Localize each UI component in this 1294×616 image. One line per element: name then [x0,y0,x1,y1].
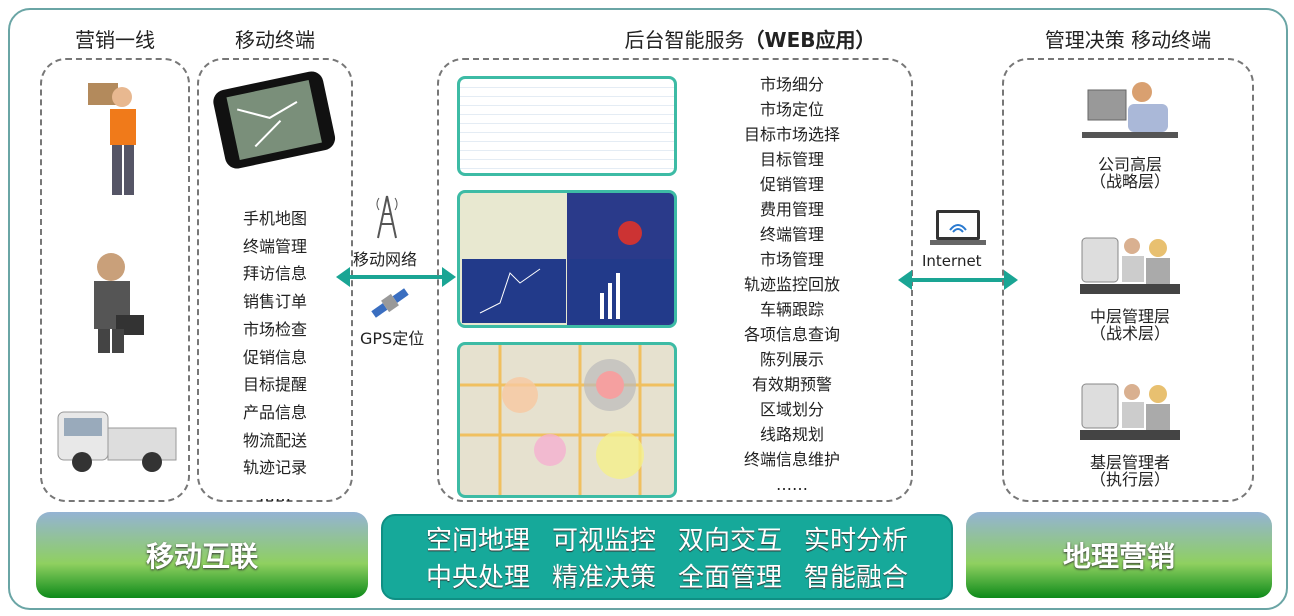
backend-title-main: 后台智能服务 [624,28,745,52]
role-name: 中层管理层 [1089,307,1170,326]
mobile-function-list: 手机地图终端管理拜访信息销售订单市场检查促销信息目标提醒产品信息物流配送轨迹记录… [197,205,353,510]
mobile-function-item: 促销信息 [242,347,307,367]
backend-service-item: 线路规划 [759,425,824,444]
feature-item: 可视监控 [551,526,656,556]
delivery-truck [54,398,180,478]
internet-label: Internet [922,252,982,270]
mobile-function-item: 销售订单 [242,292,307,312]
report-table-screenshot [457,76,677,176]
mobile-function-item: 产品信息 [242,402,307,422]
managers-at-computer-figure [1080,378,1180,442]
backend-service-item: 市场细分 [759,75,824,94]
backend-title: 后台智能服务（WEB应用） [560,24,940,53]
mobile-title: 移动终端 [235,28,315,52]
backend-service-item: …… [776,475,808,494]
frontline-title: 营销一线 [75,28,155,52]
backend-service-item: 车辆跟踪 [759,300,824,319]
backend-service-item: 各项信息查询 [743,325,840,344]
geo-marketing-banner: 地理营销 [966,512,1272,598]
feature-item: 实时分析 [804,526,909,556]
backend-title-suffix: （WEB应用） [744,28,876,52]
backend-service-item: 目标管理 [759,150,824,169]
management-box [1002,58,1254,502]
backend-service-item: 轨迹监控回放 [743,275,840,294]
gps-label: GPS定位 [360,329,425,348]
role-name: 公司高层 [1097,155,1162,174]
features-banner: 空间地理可视监控双向交互实时分析中央处理精准决策全面管理智能融合 [381,514,953,600]
backend-service-item: 促销管理 [759,175,824,194]
backend-service-item: 终端管理 [759,225,824,244]
management-role-label: 公司高层（战略层） [1060,156,1200,190]
role-level: （战略层） [1089,172,1170,191]
frontline-box [40,58,190,502]
gps-satellite-icon [370,285,410,321]
feature-item: 精准决策 [551,563,656,593]
smartphone-image [210,62,338,177]
laptop-wifi-icon [928,208,988,248]
courier-figure [88,75,146,205]
mobile-backend-arrow [336,267,456,287]
management-title: 管理决策 移动终端 [1044,28,1212,52]
management-role-label: 基层管理者（执行层） [1060,454,1200,488]
feature-item: 全面管理 [678,563,783,593]
backend-service-item: 目标市场选择 [743,125,840,144]
mobile-function-item: 物流配送 [242,430,307,450]
mobile-function-item: …… [259,486,291,506]
backend-service-list: 市场细分市场定位目标市场选择目标管理促销管理费用管理终端管理市场管理轨迹监控回放… [700,72,884,497]
backend-service-item: 市场管理 [759,250,824,269]
management-role-label: 中层管理层（战术层） [1060,308,1200,342]
mobile-function-item: 终端管理 [242,236,307,256]
backend-service-item: 有效期预警 [751,375,832,394]
mobile-box [197,58,353,502]
mobile-function-item: 市场检查 [242,319,307,339]
backend-service-item: 陈列展示 [759,350,824,369]
feature-item: 空间地理 [425,526,530,556]
map-screenshot [457,342,677,498]
backend-management-arrow [898,270,1018,290]
managers-at-computer-figure [1080,232,1180,296]
feature-item: 中央处理 [425,563,530,593]
executive-at-laptop-figure [1080,80,1180,144]
feature-item: 智能融合 [804,563,909,593]
mobile-network-label: 移动网络 [353,250,418,269]
mobile-function-item: 目标提醒 [242,375,307,395]
feature-item: 双向交互 [678,526,783,556]
salesman-figure [76,245,156,355]
backend-service-item: 终端信息维护 [743,450,840,469]
mobile-function-item: 拜访信息 [242,264,307,284]
backend-service-item: 区域划分 [759,400,824,419]
diagram-frame [8,8,1288,610]
role-level: （战术层） [1089,324,1170,343]
backend-service-item: 费用管理 [759,200,824,219]
analytics-charts-screenshot [457,190,677,328]
mobile-function-item: 轨迹记录 [242,458,307,478]
role-level: （执行层） [1089,470,1170,489]
mobile-internet-banner: 移动互联 [36,512,368,598]
antenna-icon [372,190,402,240]
backend-service-item: 市场定位 [759,100,824,119]
mobile-function-item: 手机地图 [242,209,307,228]
role-name: 基层管理者 [1089,453,1170,472]
